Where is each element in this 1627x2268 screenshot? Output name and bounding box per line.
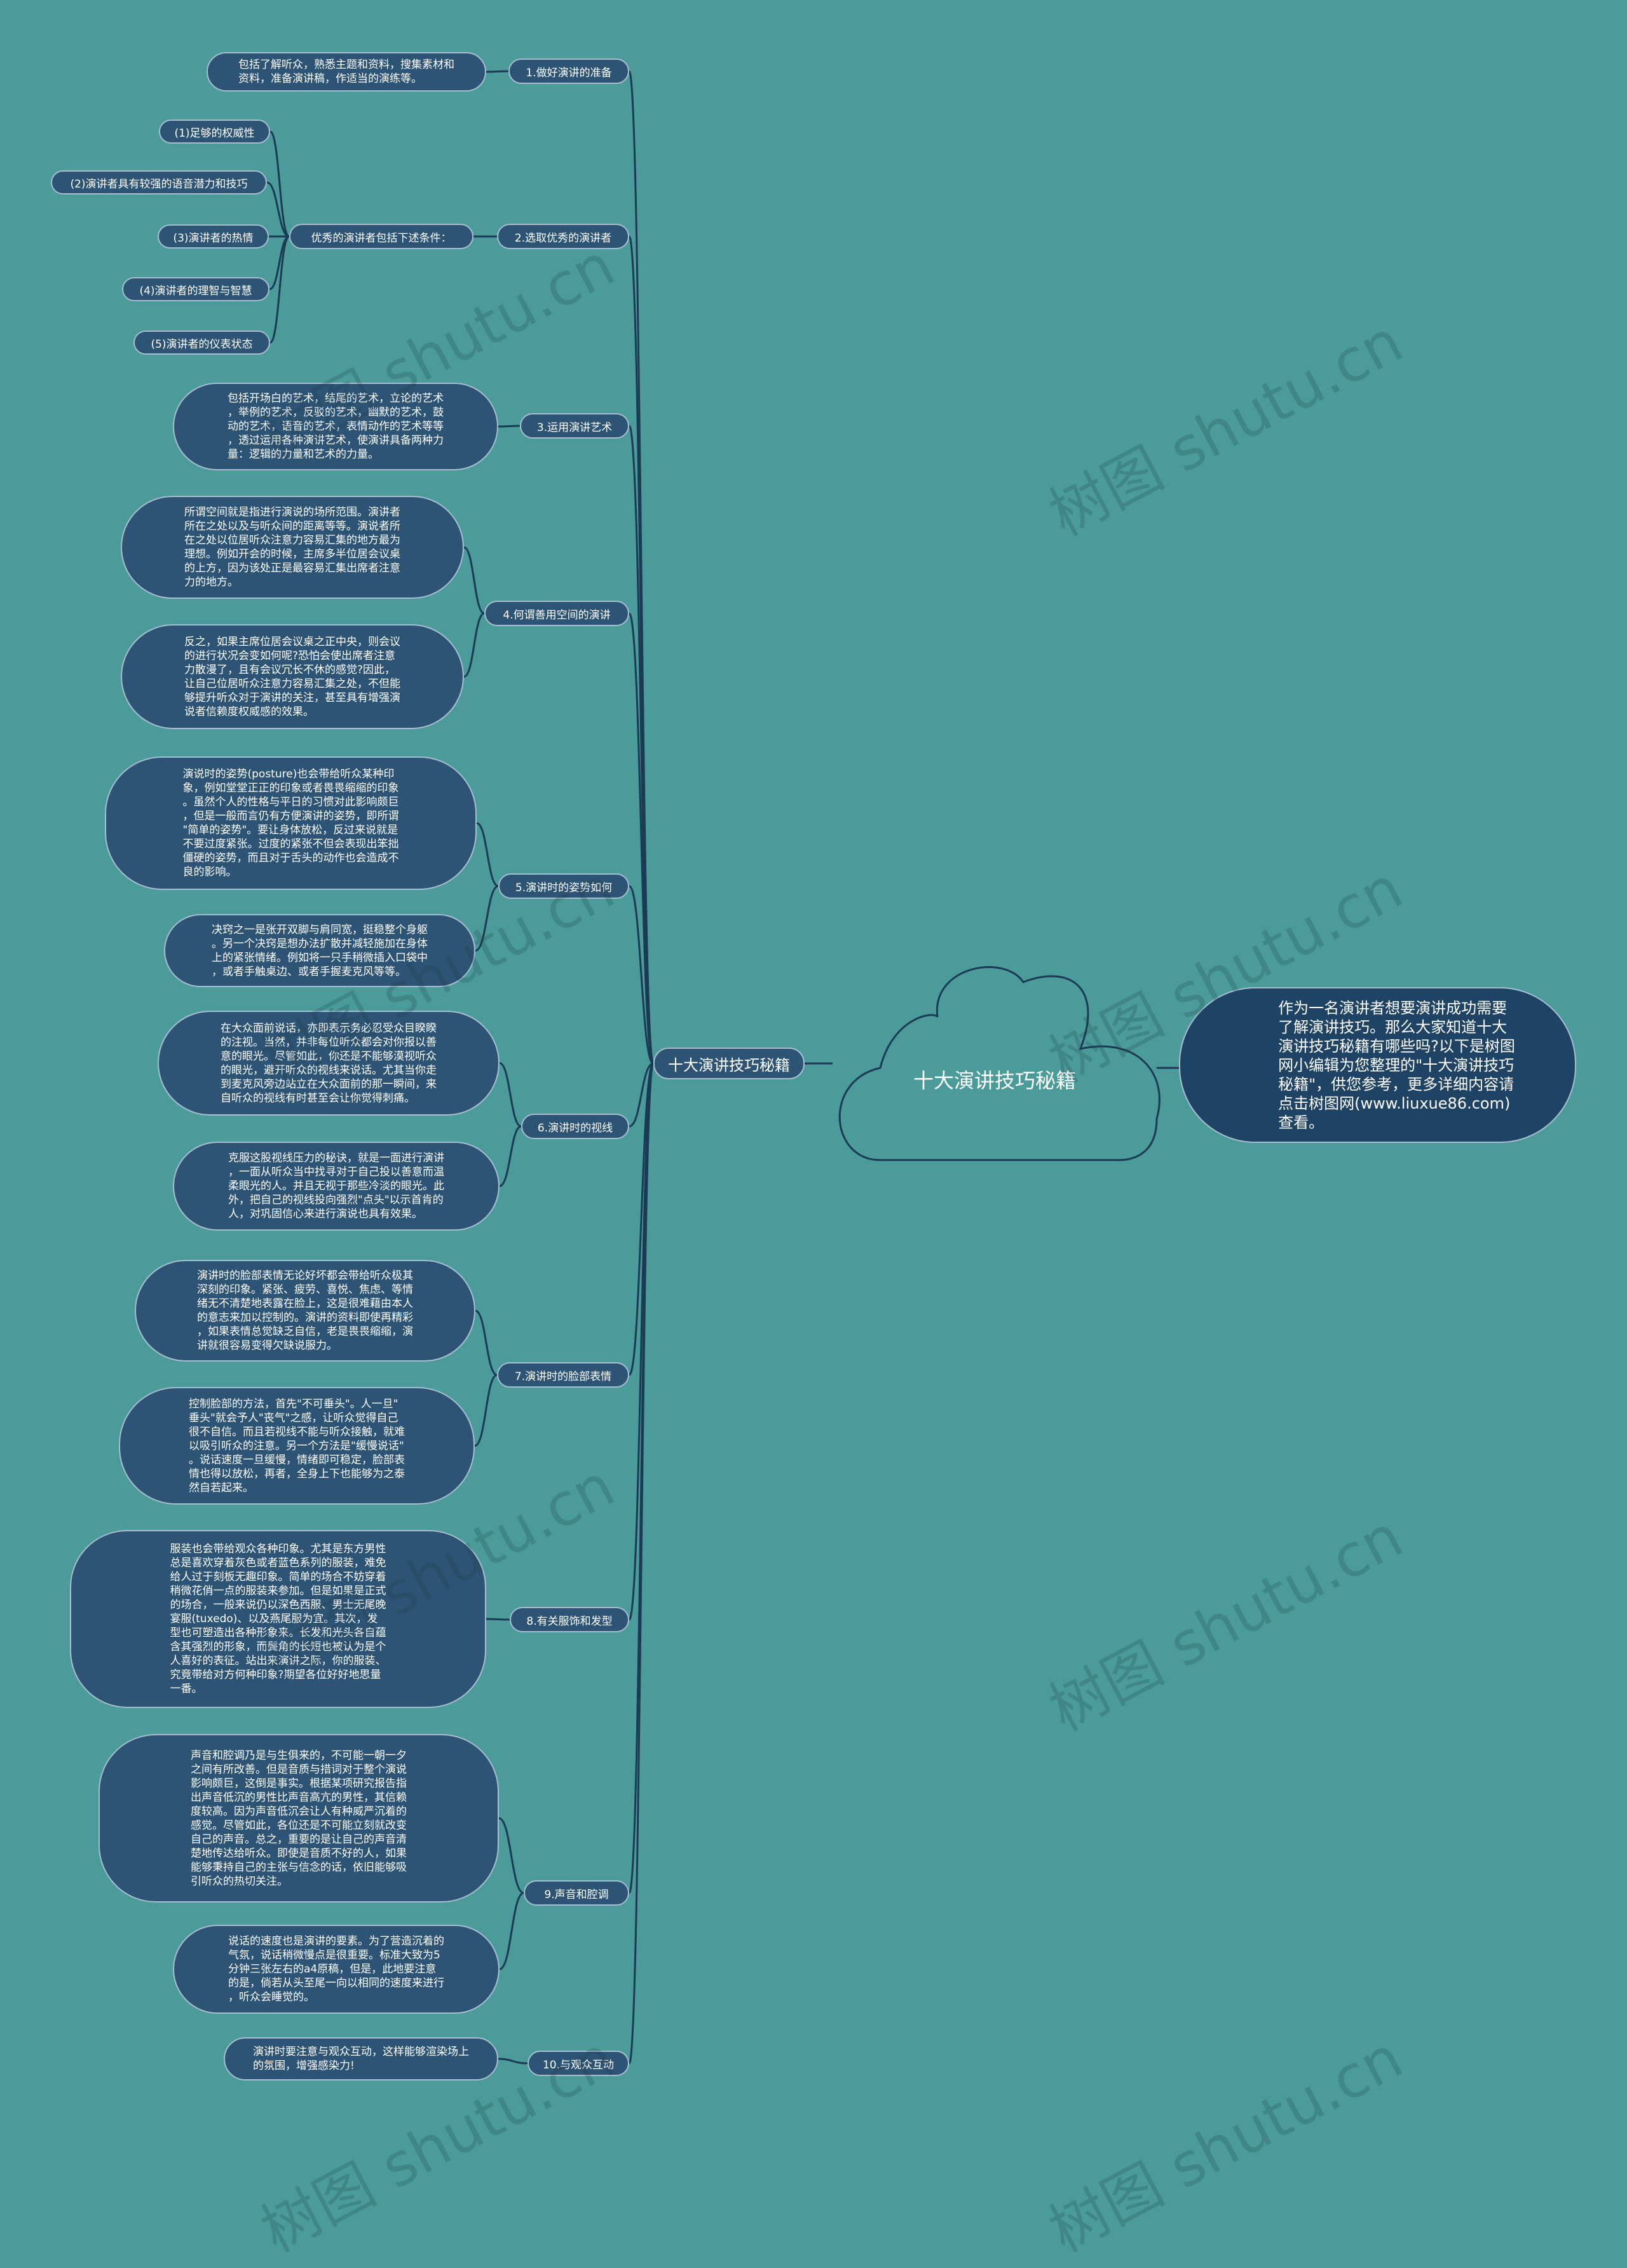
- connector: [463, 612, 485, 678]
- branch-2-leaf-2-text: (2)演讲者具有较强的语音潜力和技巧: [70, 177, 248, 191]
- branch-5-node-text: 5.演讲时的姿势如何: [515, 881, 613, 894]
- branch-9-leaf-1[interactable]: 声音和腔调乃是与生俱来的，不可能一朝一夕 之间有所改善。但是音质与措词对于整个演…: [99, 1734, 499, 1903]
- branch-3-node[interactable]: 3.运用演讲艺术: [520, 413, 629, 439]
- connector: [463, 546, 485, 615]
- connector: [474, 1374, 498, 1447]
- branch-3-leaf-1-text: 包括开场白的艺术，结尾的艺术，立论的艺术 ，举例的艺术，反驳的艺术，幽默的艺术，…: [228, 392, 444, 461]
- connector: [628, 885, 655, 1065]
- branch-2-leaf-3-text: (3)演讲者的热情: [173, 231, 254, 245]
- connector: [498, 2058, 528, 2065]
- branch-2-leaf-2[interactable]: (2)演讲者具有较强的语音潜力和技巧: [51, 170, 267, 195]
- connector: [486, 70, 509, 73]
- branch-4-leaf-2-text: 反之，如果主席位居会议桌之正中央，则会议 的进行状况会变如何呢?恐怕会使出席者注…: [184, 635, 400, 718]
- mind-map-canvas: 十大演讲技巧秘籍 十大演讲技巧秘籍 作为一名演讲者想要演讲成功需要 了解演讲技巧。…: [51, 52, 1576, 2080]
- root-cloud: [838, 966, 1161, 1161]
- branch-7-leaf-2-text: 控制脸部的方法，首先"不可垂头"。人一旦" 垂头"就会予人"丧气"之感，让听众觉…: [189, 1397, 405, 1494]
- cloud-shape: [838, 966, 1161, 1161]
- connector: [498, 1817, 524, 1894]
- branch-10-node[interactable]: 10.与观众互动: [528, 2051, 629, 2076]
- branch-3-leaf-1[interactable]: 包括开场白的艺术，结尾的艺术，立论的艺术 ，举例的艺术，反驳的艺术，幽默的艺术，…: [173, 383, 498, 470]
- branch-9-leaf-2-text: 说话的速度也是演讲的要素。为了营造沉着的 气氛，说话稍微慢点是很重要。标准大致为…: [228, 1935, 444, 2004]
- branch-8-node-text: 8.有关服饰和发型: [526, 1615, 613, 1628]
- branch-10-leaf-1[interactable]: 演讲时要注意与观众互动，这样能够渲染场上 的氛围，增强感染力!: [224, 2037, 498, 2080]
- branch-5-leaf-2[interactable]: 决窍之一是张开双脚与肩同宽，挺稳整个身躯 。另一个决窍是想办法扩散并减轻施加在身…: [164, 914, 475, 987]
- branch-2-leaf-5[interactable]: (5)演讲者的仪表状态: [133, 331, 270, 355]
- branch-5-leaf-1-text: 演说时的姿势(posture)也会带给听众某种印 象，例如堂堂正正的印象或者畏畏…: [182, 768, 399, 878]
- connector: [628, 1062, 655, 1376]
- branch-7-node-text: 7.演讲时的脸部表情: [514, 1370, 612, 1383]
- branch-8-leaf-1[interactable]: 服装也会带给观众各种印象。尤其是东方男性 总是喜欢穿着灰色或者蓝色系列的服装，难…: [70, 1530, 486, 1708]
- branch-8-node[interactable]: 8.有关服饰和发型: [510, 1607, 629, 1632]
- branch-4-node[interactable]: 4.何谓善用空间的演讲: [484, 601, 629, 626]
- branch-3-node-text: 3.运用演讲艺术: [536, 421, 613, 434]
- branch-2-sub-node[interactable]: 优秀的演讲者包括下述条件：: [289, 224, 473, 249]
- branch-5-leaf-1[interactable]: 演说时的姿势(posture)也会带给听众某种印 象，例如堂堂正正的印象或者畏畏…: [105, 756, 477, 890]
- branch-9-node[interactable]: 9.声音和腔调: [524, 1880, 629, 1906]
- branch-9-leaf-2[interactable]: 说话的速度也是演讲的要素。为了营造沉着的 气氛，说话稍微慢点是很重要。标准大致为…: [173, 1925, 500, 2014]
- branch-2-leaf-1-text: (1)足够的权威性: [174, 126, 255, 140]
- branch-2-leaf-4-text: (4)演讲者的理智与智慧: [139, 284, 252, 297]
- branch-7-leaf-2[interactable]: 控制脸部的方法，首先"不可垂头"。人一旦" 垂头"就会予人"丧气"之感，让听众觉…: [119, 1387, 475, 1505]
- branch-5-node[interactable]: 5.演讲时的姿势如何: [498, 873, 629, 899]
- branch-7-leaf-1-text: 演讲时的脸部表情无论好坏都会带给听众极其 深刻的印象。紧张、疲劳、喜悦、焦虑、等…: [197, 1269, 413, 1352]
- branch-2-leaf-3[interactable]: (3)演讲者的热情: [158, 224, 269, 249]
- connector: [269, 235, 290, 344]
- connector: [486, 1618, 510, 1621]
- branch-2-sub-node-text: 优秀的演讲者包括下述条件：: [311, 231, 452, 245]
- center-branch-node[interactable]: 十大演讲技巧秘籍: [653, 1048, 805, 1079]
- branch-2-leaf-5-text: (5)演讲者的仪表状态: [151, 338, 253, 351]
- branch-6-leaf-2-text: 克服这股视线压力的秘诀，就是一面进行演讲 ，一面从听众当中找寻对于自己投以善意而…: [228, 1152, 444, 1220]
- branch-4-node-text: 4.何谓善用空间的演讲: [503, 608, 611, 622]
- connector: [498, 425, 521, 428]
- branch-4-leaf-1[interactable]: 所谓空间就是指进行演说的场所范围。演讲者 所在之处以及与听众间的距离等等。演说者…: [121, 496, 464, 599]
- connector: [499, 1125, 522, 1187]
- intro-summary-node-text: 作为一名演讲者想要演讲成功需要 了解演讲技巧。那么大家知道十大 演讲技巧秘籍有哪…: [1278, 999, 1515, 1131]
- branch-6-leaf-1-text: 在大众面前说话，亦即表示务必忍受众目睽睽 的注视。当然，并非每位听众都会对你报以…: [221, 1021, 437, 1105]
- branch-7-node[interactable]: 7.演讲时的脸部表情: [497, 1362, 629, 1388]
- branch-1-node-text: 1.做好演讲的准备: [526, 66, 612, 79]
- branch-10-node-text: 10.与观众互动: [542, 2058, 615, 2072]
- branch-6-node-text: 6.演讲时的视线: [537, 1121, 613, 1135]
- connector: [628, 1062, 655, 2065]
- connector: [266, 181, 290, 238]
- branch-5-leaf-2-text: 决窍之一是张开双脚与肩同宽，挺稳整个身躯 。另一个决窍是想办法扩散并减轻施加在身…: [212, 923, 428, 978]
- connector: [499, 1892, 524, 1971]
- branch-1-leaf-1[interactable]: 包括了解听众，熟悉主题和资料，搜集素材和 资料，准备演讲稿，作适当的演练等。: [207, 52, 486, 92]
- branch-2-leaf-1[interactable]: (1)足够的权威性: [159, 120, 270, 144]
- branch-9-node-text: 9.声音和腔调: [544, 1888, 609, 1901]
- branch-10-leaf-1-text: 演讲时要注意与观众互动，这样能够渲染场上 的氛围，增强感染力!: [253, 2046, 469, 2072]
- branch-6-leaf-2[interactable]: 克服这股视线压力的秘诀，就是一面进行演讲 ，一面从听众当中找寻对于自己投以善意而…: [173, 1142, 500, 1231]
- center-branch-node-text: 十大演讲技巧秘籍: [668, 1056, 790, 1074]
- branch-2-node-text: 2.选取优秀的演讲者: [514, 231, 612, 245]
- connector: [269, 130, 290, 238]
- branch-2-node[interactable]: 2.选取优秀的演讲者: [497, 224, 629, 249]
- connector-lines: [266, 70, 1179, 2065]
- connector: [476, 822, 499, 887]
- branch-1-leaf-1-text: 包括了解听众，熟悉主题和资料，搜集素材和 资料，准备演讲稿，作适当的演练等。: [238, 58, 454, 85]
- connector: [628, 612, 655, 1065]
- branch-7-leaf-1[interactable]: 演讲时的脸部表情无论好坏都会带给听众极其 深刻的印象。紧张、疲劳、喜悦、焦虑、等…: [135, 1260, 475, 1362]
- branch-6-leaf-1[interactable]: 在大众面前说话，亦即表示务必忍受众目睽睽 的注视。当然，并非每位听众都会对你报以…: [158, 1011, 500, 1116]
- connector: [629, 1062, 654, 1128]
- connector: [475, 885, 499, 952]
- branch-1-node[interactable]: 1.做好演讲的准备: [508, 58, 629, 84]
- branch-8-leaf-1-text: 服装也会带给观众各种印象。尤其是东方男性 总是喜欢穿着灰色或者蓝色系列的服装，难…: [170, 1543, 386, 1695]
- branch-9-leaf-1-text: 声音和腔调乃是与生俱来的，不可能一朝一夕 之间有所改善。但是音质与措词对于整个演…: [191, 1749, 407, 1888]
- connector: [475, 1309, 498, 1376]
- intro-summary-node[interactable]: 作为一名演讲者想要演讲成功需要 了解演讲技巧。那么大家知道十大 演讲技巧秘籍有哪…: [1179, 987, 1576, 1143]
- branch-4-leaf-1-text: 所谓空间就是指进行演说的场所范围。演讲者 所在之处以及与听众间的距离等等。演说者…: [184, 506, 400, 589]
- branch-2-leaf-4[interactable]: (4)演讲者的理智与智慧: [122, 277, 269, 301]
- branch-6-node[interactable]: 6.演讲时的视线: [521, 1114, 629, 1139]
- connector: [499, 1062, 522, 1128]
- branch-4-leaf-2[interactable]: 反之，如果主席位居会议桌之正中央，则会议 的进行状况会变如何呢?恐怕会使出席者注…: [121, 624, 464, 729]
- root-title[interactable]: 十大演讲技巧秘籍: [913, 1069, 1076, 1093]
